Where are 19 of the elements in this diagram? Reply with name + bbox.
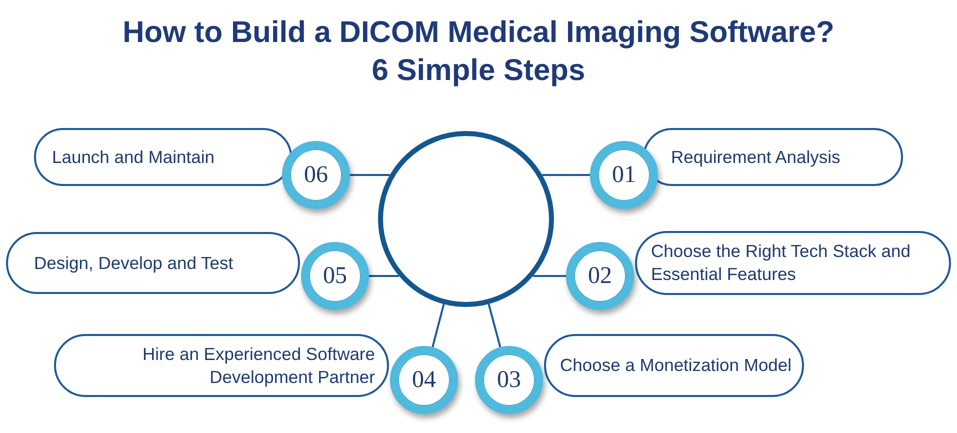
step-number-circle: 05	[301, 242, 369, 310]
connector-line	[542, 174, 590, 176]
step-label: Launch and Maintain	[34, 128, 292, 186]
step-number-circle: 02	[566, 242, 634, 310]
title: How to Build a DICOM Medical Imaging Software? 6 Simple Steps	[122, 15, 836, 89]
step-number-circle: 03	[475, 346, 543, 414]
step-label: Requirement Analysis	[643, 128, 903, 186]
step-label: Design, Develop and Test	[6, 232, 300, 294]
step-label: Choose the Right Tech Stack and Essential Features	[635, 231, 951, 295]
step-number-circle: 04	[390, 346, 458, 414]
connector-line	[350, 174, 390, 176]
connector-line	[432, 304, 445, 348]
connector-line	[369, 275, 399, 277]
step-label: Hire an Experienced Software Development Partner	[54, 334, 389, 397]
step-label: Choose a Monetization Model	[544, 334, 804, 397]
connector-line	[488, 304, 502, 348]
connector-line	[533, 275, 566, 277]
step-number-circle: 01	[590, 141, 658, 209]
step-number-circle: 06	[282, 141, 350, 209]
